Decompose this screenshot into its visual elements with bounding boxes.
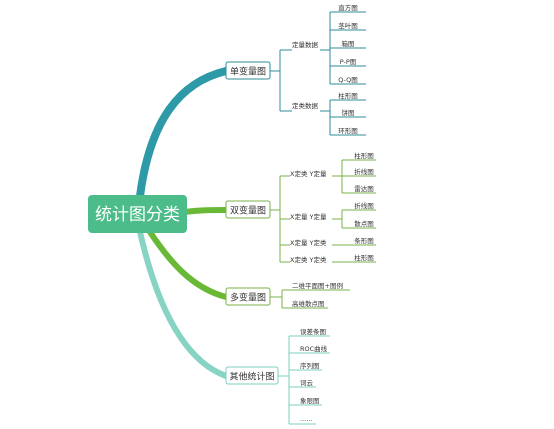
branch-line-bivariate <box>181 207 229 215</box>
branch-line-multivariate <box>147 229 229 300</box>
branch-univariate[interactable]: 单变量图 <box>225 61 271 80</box>
group-label-xquant-yquant: X定量 Y定量 <box>290 212 327 221</box>
root-label: 统计图分类 <box>95 205 180 225</box>
leaf-line-chart: 折线图 <box>354 167 374 176</box>
leaf-stem-leaf: 茎叶图 <box>338 21 358 30</box>
leaf-boxplot: 箱图 <box>342 39 355 48</box>
leaf-column-chart: 柱形图 <box>354 151 374 160</box>
leaf-column-chart: 柱形图 <box>338 91 358 100</box>
branch-label-bivariate: 双变量图 <box>230 205 266 217</box>
leaf-quadrant-chart: 象限图 <box>300 396 320 405</box>
leaf-line-chart: 折线图 <box>354 201 374 210</box>
branch-label-multivariate: 多变量图 <box>230 292 266 304</box>
root-node[interactable]: 统计图分类 <box>88 195 187 233</box>
leaf-word-cloud: 词云 <box>300 379 314 387</box>
branch-bivariate[interactable]: 双变量图 <box>225 200 271 219</box>
leaf-high-dim-scatter: 高维散点图 <box>292 299 325 308</box>
connectors-multivariate <box>270 289 350 309</box>
leaf-pp-plot: P-P图 <box>340 58 357 66</box>
group-label-quantitative: 定量数据 <box>292 40 319 49</box>
leaf-scatter-plot: 散点图 <box>354 219 374 228</box>
leaf-sequence-chart: 序列图 <box>300 361 320 370</box>
branch-label-other: 其他统计图 <box>229 371 274 383</box>
leaf-ellipsis: ...... <box>300 415 312 423</box>
leaf-radar-chart: 雷达图 <box>354 184 374 193</box>
leaf-2d-plane-legend: 二维平面图+图例 <box>292 281 343 290</box>
group-label-xquant-ycat: X定量 Y定类 <box>290 238 327 247</box>
branch-line-other <box>137 229 229 379</box>
connectors-other <box>278 335 330 425</box>
branch-line-univariate <box>136 67 230 200</box>
leaf-ring-chart: 环形图 <box>338 127 358 135</box>
leaf-pie-chart: 饼图 <box>342 108 355 117</box>
leaf-qq-plot: Q-Q图 <box>338 76 358 84</box>
connectors-univariate <box>270 11 366 136</box>
leaf-bar-chart: 条形图 <box>354 236 374 245</box>
leaf-histogram: 直方图 <box>338 3 358 12</box>
leaf-error-bar: 误差条图 <box>300 327 326 336</box>
group-label-xcat-ycat: X定类 Y定类 <box>290 255 327 264</box>
leaf-column-chart: 柱形图 <box>354 253 374 262</box>
connectors-bivariate <box>270 159 376 263</box>
branch-label-univariate: 单变量图 <box>230 66 266 78</box>
branch-multivariate[interactable]: 多变量图 <box>225 287 271 306</box>
group-label-categorical: 定类数据 <box>292 101 319 110</box>
leaf-roc-curve: ROC曲线 <box>300 344 328 353</box>
branch-other[interactable]: 其他统计图 <box>225 366 279 385</box>
group-label-xcat-yquant: X定类 Y定量 <box>290 169 327 178</box>
